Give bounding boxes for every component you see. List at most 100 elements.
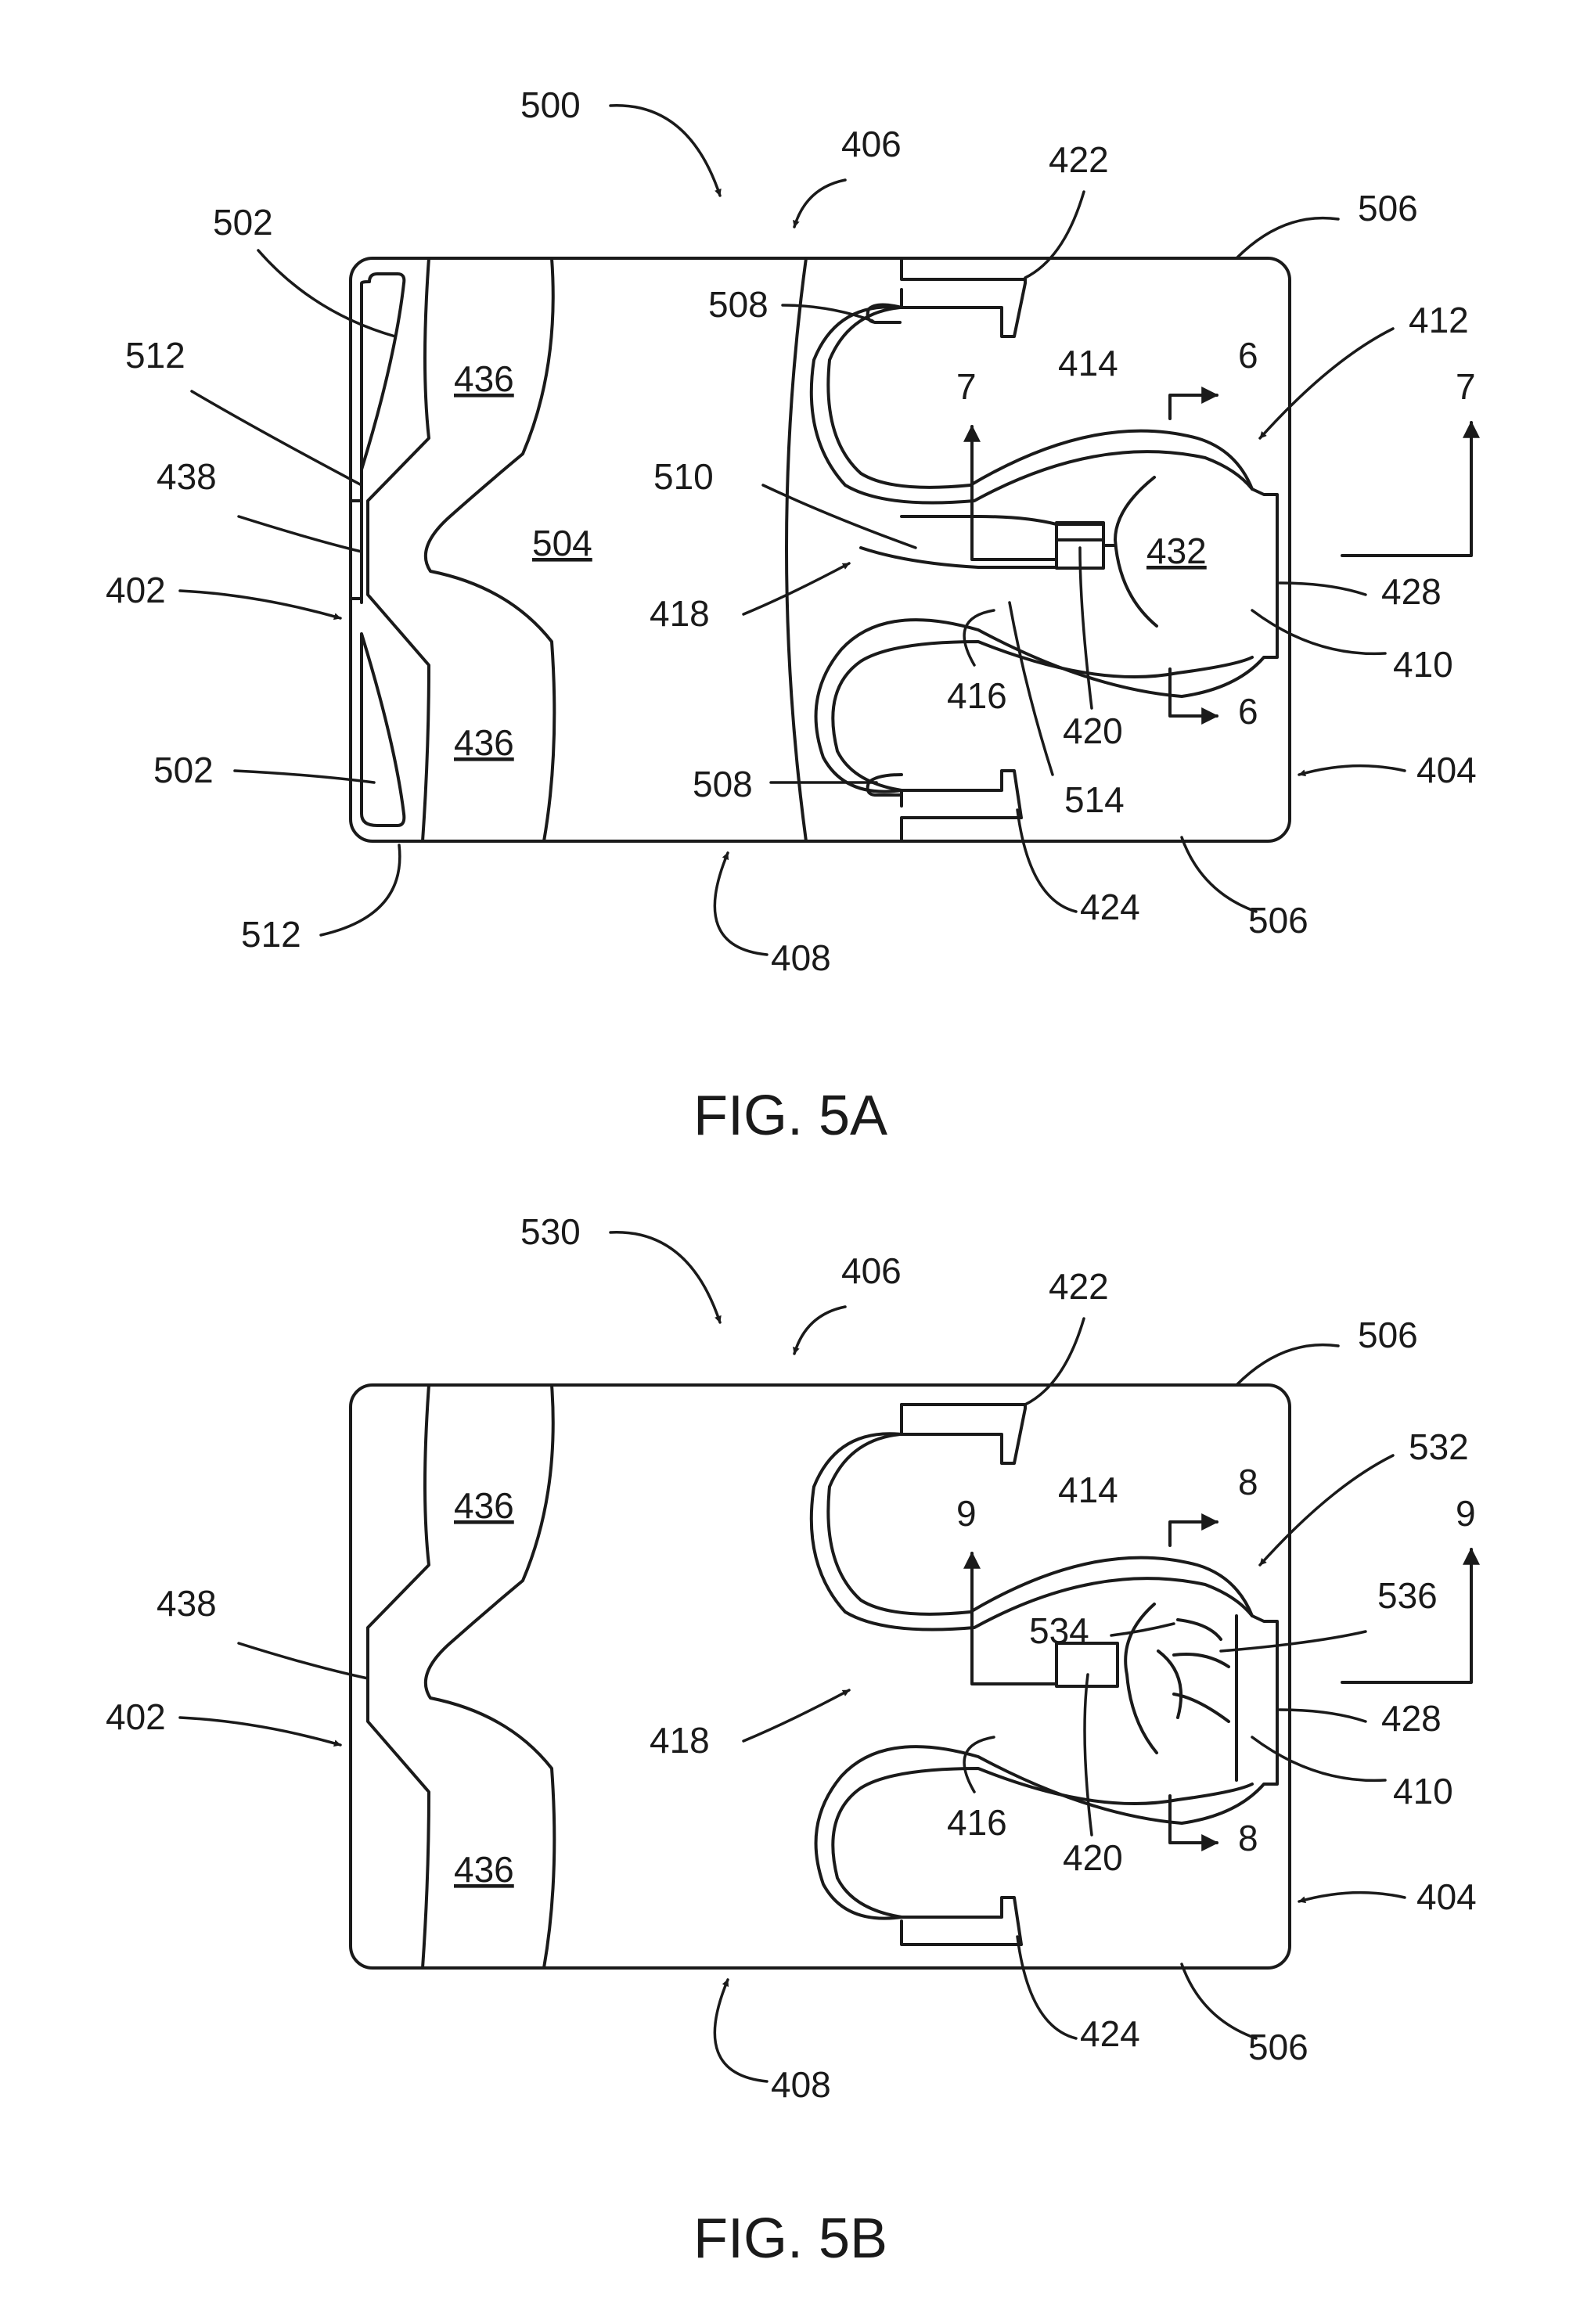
section-7-right-arrow (1342, 423, 1471, 556)
label-416: 416 (947, 675, 1007, 716)
label-512-top: 512 (125, 335, 185, 376)
leader-422 (1025, 192, 1084, 278)
leader-536 (1221, 1631, 1366, 1651)
section-6-top-arrow (1170, 395, 1217, 419)
label-414-5b: 414 (1058, 1470, 1118, 1510)
label-8-top: 8 (1238, 1462, 1258, 1502)
label-9-right: 9 (1456, 1493, 1476, 1534)
leader-418 (743, 563, 849, 614)
label-408-5b: 408 (771, 2064, 831, 2105)
label-424-5b: 424 (1080, 2013, 1140, 2054)
leader-410-5b (1252, 1737, 1385, 1780)
section-8-bottom-arrow (1170, 1796, 1217, 1843)
leader-428-5b (1280, 1710, 1366, 1721)
leader-418-5b (743, 1690, 849, 1741)
label-414: 414 (1058, 343, 1118, 383)
leader-438 (239, 516, 362, 552)
label-500: 500 (520, 85, 581, 125)
label-436-top-5b: 436 (454, 1485, 514, 1526)
figure-5b: 530 406 422 506 532 414 8 9 9 436 438 53… (106, 1211, 1477, 2270)
label-422: 422 (1049, 139, 1109, 180)
leader-402 (180, 591, 340, 618)
region-438-outline (368, 258, 429, 841)
label-436-top: 436 (454, 358, 514, 399)
leader-506-bottom (1182, 837, 1256, 912)
label-410-5b: 410 (1393, 1771, 1453, 1811)
label-412: 412 (1409, 300, 1469, 340)
trace-inner-upper-5b (828, 1434, 1252, 1616)
boundary-406-curve (786, 258, 806, 841)
leader-512-top (192, 391, 362, 485)
label-6-bottom: 6 (1238, 691, 1258, 732)
label-512-bottom: 512 (241, 914, 301, 955)
leader-416-5b (964, 1737, 994, 1792)
leader-408 (715, 853, 767, 955)
label-530: 530 (520, 1211, 581, 1252)
leader-420 (1080, 548, 1092, 708)
label-420-5b: 420 (1063, 1837, 1123, 1878)
label-404-5b: 404 (1416, 1876, 1477, 1917)
section-9-right-arrow (1342, 1549, 1471, 1682)
leader-420-5b (1085, 1675, 1092, 1835)
trace-inner-upper (828, 308, 1252, 489)
label-416-5b: 416 (947, 1802, 1007, 1843)
label-436-bottom-5b: 436 (454, 1849, 514, 1890)
label-9-left: 9 (956, 1493, 977, 1534)
leader-514 (1010, 603, 1053, 775)
label-7-left: 7 (956, 366, 977, 407)
leader-416 (964, 610, 994, 665)
leader-424 (1017, 810, 1076, 912)
leader-428 (1280, 583, 1366, 595)
label-502-top: 502 (213, 202, 273, 243)
label-408: 408 (771, 937, 831, 978)
label-534: 534 (1029, 1610, 1089, 1651)
label-404: 404 (1416, 750, 1477, 790)
loop-502-bottom (362, 634, 404, 826)
trace-outer (812, 258, 1277, 841)
label-508-bottom: 508 (693, 764, 753, 804)
label-7-right: 7 (1456, 366, 1476, 407)
leader-530 (610, 1232, 720, 1322)
fiber-534-b (1158, 1620, 1229, 1721)
label-428-5b: 428 (1381, 1698, 1442, 1739)
label-506-bottom-5b: 506 (1248, 2027, 1308, 2067)
fiber-534-a (1125, 1604, 1157, 1753)
label-532: 532 (1409, 1426, 1469, 1467)
label-510: 510 (653, 456, 714, 497)
leader-402-5b (180, 1718, 340, 1745)
label-428: 428 (1381, 571, 1442, 612)
leader-506-bottom-5b (1182, 1964, 1256, 2038)
label-506-top-5b: 506 (1358, 1315, 1418, 1355)
label-502-bottom: 502 (153, 750, 214, 790)
leader-500 (610, 106, 720, 196)
leader-410 (1252, 610, 1385, 653)
section-6-bottom-arrow (1170, 669, 1217, 716)
label-402-5b: 402 (106, 1696, 166, 1737)
section-7-left-arrow (972, 426, 1056, 559)
label-424: 424 (1080, 887, 1140, 927)
label-420: 420 (1063, 711, 1123, 751)
caption-fig-5b: FIG. 5B (693, 2207, 887, 2270)
leader-408-5b (715, 1980, 767, 2081)
label-406-5b: 406 (841, 1250, 902, 1291)
leader-424-5b (1017, 1937, 1076, 2038)
label-432: 432 (1146, 531, 1207, 571)
region-438-outline-5b (368, 1385, 429, 1968)
label-406: 406 (841, 124, 902, 164)
figure-5a: 500 406 422 506 502 508 412 512 414 6 7 … (106, 85, 1477, 1147)
label-508-top: 508 (708, 284, 769, 325)
label-536: 536 (1377, 1575, 1438, 1616)
label-438-5b: 438 (157, 1583, 217, 1624)
leader-506-top-5b (1236, 1345, 1338, 1385)
leader-502-bottom (235, 771, 374, 782)
label-506-top: 506 (1358, 188, 1418, 228)
section-8-top-arrow (1170, 1522, 1217, 1545)
leader-506-top (1236, 218, 1338, 258)
leader-512-bottom (321, 845, 400, 935)
leader-406 (794, 180, 845, 227)
label-418-5b: 418 (650, 1720, 710, 1761)
leader-404 (1299, 766, 1405, 775)
loop-502-top (362, 274, 404, 469)
label-402: 402 (106, 570, 166, 610)
